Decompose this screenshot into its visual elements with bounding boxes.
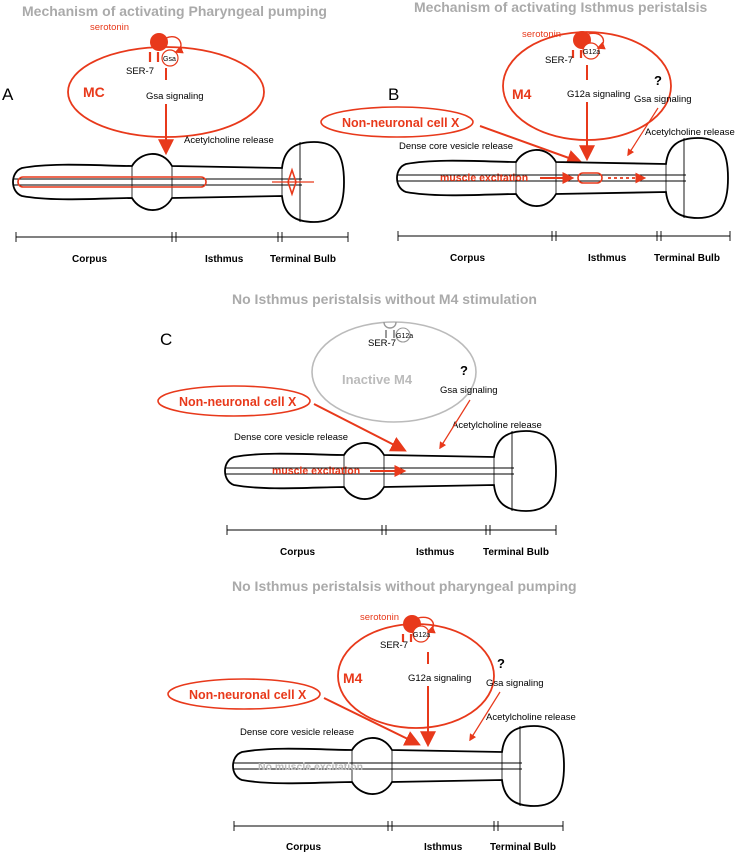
receptor-label: SER-7 (126, 66, 154, 77)
panel-b-letter: B (388, 85, 399, 104)
serotonin-label: serotonin (360, 612, 399, 623)
cell-x-label: Non-neuronal cell X (179, 395, 297, 409)
serotonin-receptor-icon (401, 615, 436, 643)
panel-c-title: No Isthmus peristalsis without M4 stimul… (232, 291, 537, 307)
panel-c: No Isthmus peristalsis without M4 stimul… (157, 291, 557, 558)
question-mark: ? (654, 73, 662, 88)
panel-c-letter: C (160, 330, 172, 349)
muscle-excitation-label: muscle excitation (272, 465, 360, 477)
region-scale-b: Corpus Isthmus Terminal Bulb (397, 231, 731, 264)
g-protein-label: Gsa (163, 56, 176, 63)
dense-core-label: Dense core vesicle release (399, 141, 513, 152)
ach-release-label: Acetylcholine release (645, 127, 735, 138)
panel-d-title: No Isthmus peristalsis without pharyngea… (232, 578, 577, 594)
serotonin-label: serotonin (90, 22, 129, 33)
isthmus-bulge (577, 172, 603, 184)
inactive-m4-label: Inactive M4 (342, 372, 413, 387)
g-protein-label: G12a (413, 632, 430, 639)
inactive-m4-body (311, 321, 477, 423)
region-terminal-bulb: Terminal Bulb (490, 842, 556, 853)
ach-arrow (439, 399, 471, 450)
dense-core-arrow (313, 403, 407, 452)
region-scale-a: Corpus Isthmus Terminal Bulb (15, 232, 349, 265)
signaling-label: G12a signaling (408, 673, 471, 684)
ach-release-label: Acetylcholine release (184, 135, 274, 146)
region-terminal-bulb: Terminal Bulb (654, 253, 720, 264)
cell-x-oval (167, 678, 321, 710)
region-scale-c: Corpus Isthmus Terminal Bulb (226, 525, 557, 558)
mc-neuron-label: MC (83, 84, 105, 100)
panel-a-title: Mechanism of activating Pharyngeal pumpi… (22, 3, 327, 19)
region-terminal-bulb: Terminal Bulb (483, 547, 549, 558)
m4-neuron-label: M4 (512, 86, 532, 102)
question-mark: ? (460, 363, 468, 378)
region-isthmus: Isthmus (416, 547, 455, 558)
region-corpus: Corpus (280, 547, 315, 558)
dense-core-arrow (479, 125, 584, 166)
ach-arrow (627, 107, 659, 157)
m4-neuron-label: M4 (343, 670, 363, 686)
panel-d: No Isthmus peristalsis without pharyngea… (167, 578, 577, 853)
g-protein-label: G12a (583, 49, 600, 56)
panel-b-title: Mechanism of activating Isthmus peristal… (414, 0, 708, 15)
region-scale-d: Corpus Isthmus Terminal Bulb (233, 821, 564, 853)
receptor-label: SER-7 (380, 640, 408, 651)
g-protein-label: G12a (396, 333, 413, 340)
ach-release-label: Acetylcholine release (486, 712, 576, 723)
region-isthmus: Isthmus (424, 842, 463, 853)
dense-core-label: Dense core vesicle release (234, 432, 348, 443)
muscle-excitation-label: muscle excitation (440, 172, 528, 184)
serotonin-receptor-icon (571, 31, 606, 60)
cell-x-label: Non-neuronal cell X (189, 688, 307, 702)
dense-core-label: Dense core vesicle release (240, 727, 354, 738)
question-mark: ? (497, 656, 505, 671)
region-corpus: Corpus (286, 842, 321, 853)
receptor-label: SER-7 (368, 338, 396, 349)
signaling-label: Gsa signaling (146, 91, 204, 102)
cell-x-oval (320, 106, 474, 138)
no-muscle-excitation-label: No muscle excitation (258, 761, 363, 773)
gs-signaling-label: Gsa signaling (634, 94, 692, 105)
cell-x-oval (157, 385, 311, 417)
gs-signaling-label: Gsa signaling (440, 385, 498, 396)
pharynx-a (12, 141, 345, 223)
ach-release-label: Acetylcholine release (452, 420, 542, 431)
region-corpus: Corpus (450, 253, 485, 264)
dense-core-arrow (323, 697, 421, 746)
cell-x-label: Non-neuronal cell X (342, 116, 460, 130)
region-terminal-bulb: Terminal Bulb (270, 254, 336, 265)
panel-a: Mechanism of activating Pharyngeal pumpi… (2, 3, 349, 265)
serotonin-label: serotonin (522, 29, 561, 40)
serotonin-receptor-icon (148, 33, 184, 67)
region-isthmus: Isthmus (588, 253, 627, 264)
corpus-contraction (17, 176, 207, 188)
gs-signaling-label: Gsa signaling (486, 678, 544, 689)
pharynx-b (396, 137, 729, 219)
region-corpus: Corpus (72, 254, 107, 265)
receptor-label: SER-7 (545, 55, 573, 66)
receptor-icon-gray (383, 321, 411, 343)
bulb-contraction (287, 167, 297, 197)
signaling-label: G12a signaling (567, 89, 630, 100)
region-isthmus: Isthmus (205, 254, 244, 265)
ach-arrow (469, 691, 501, 742)
panel-b: Mechanism of activating Isthmus peristal… (320, 0, 735, 264)
panel-a-letter: A (2, 85, 14, 104)
